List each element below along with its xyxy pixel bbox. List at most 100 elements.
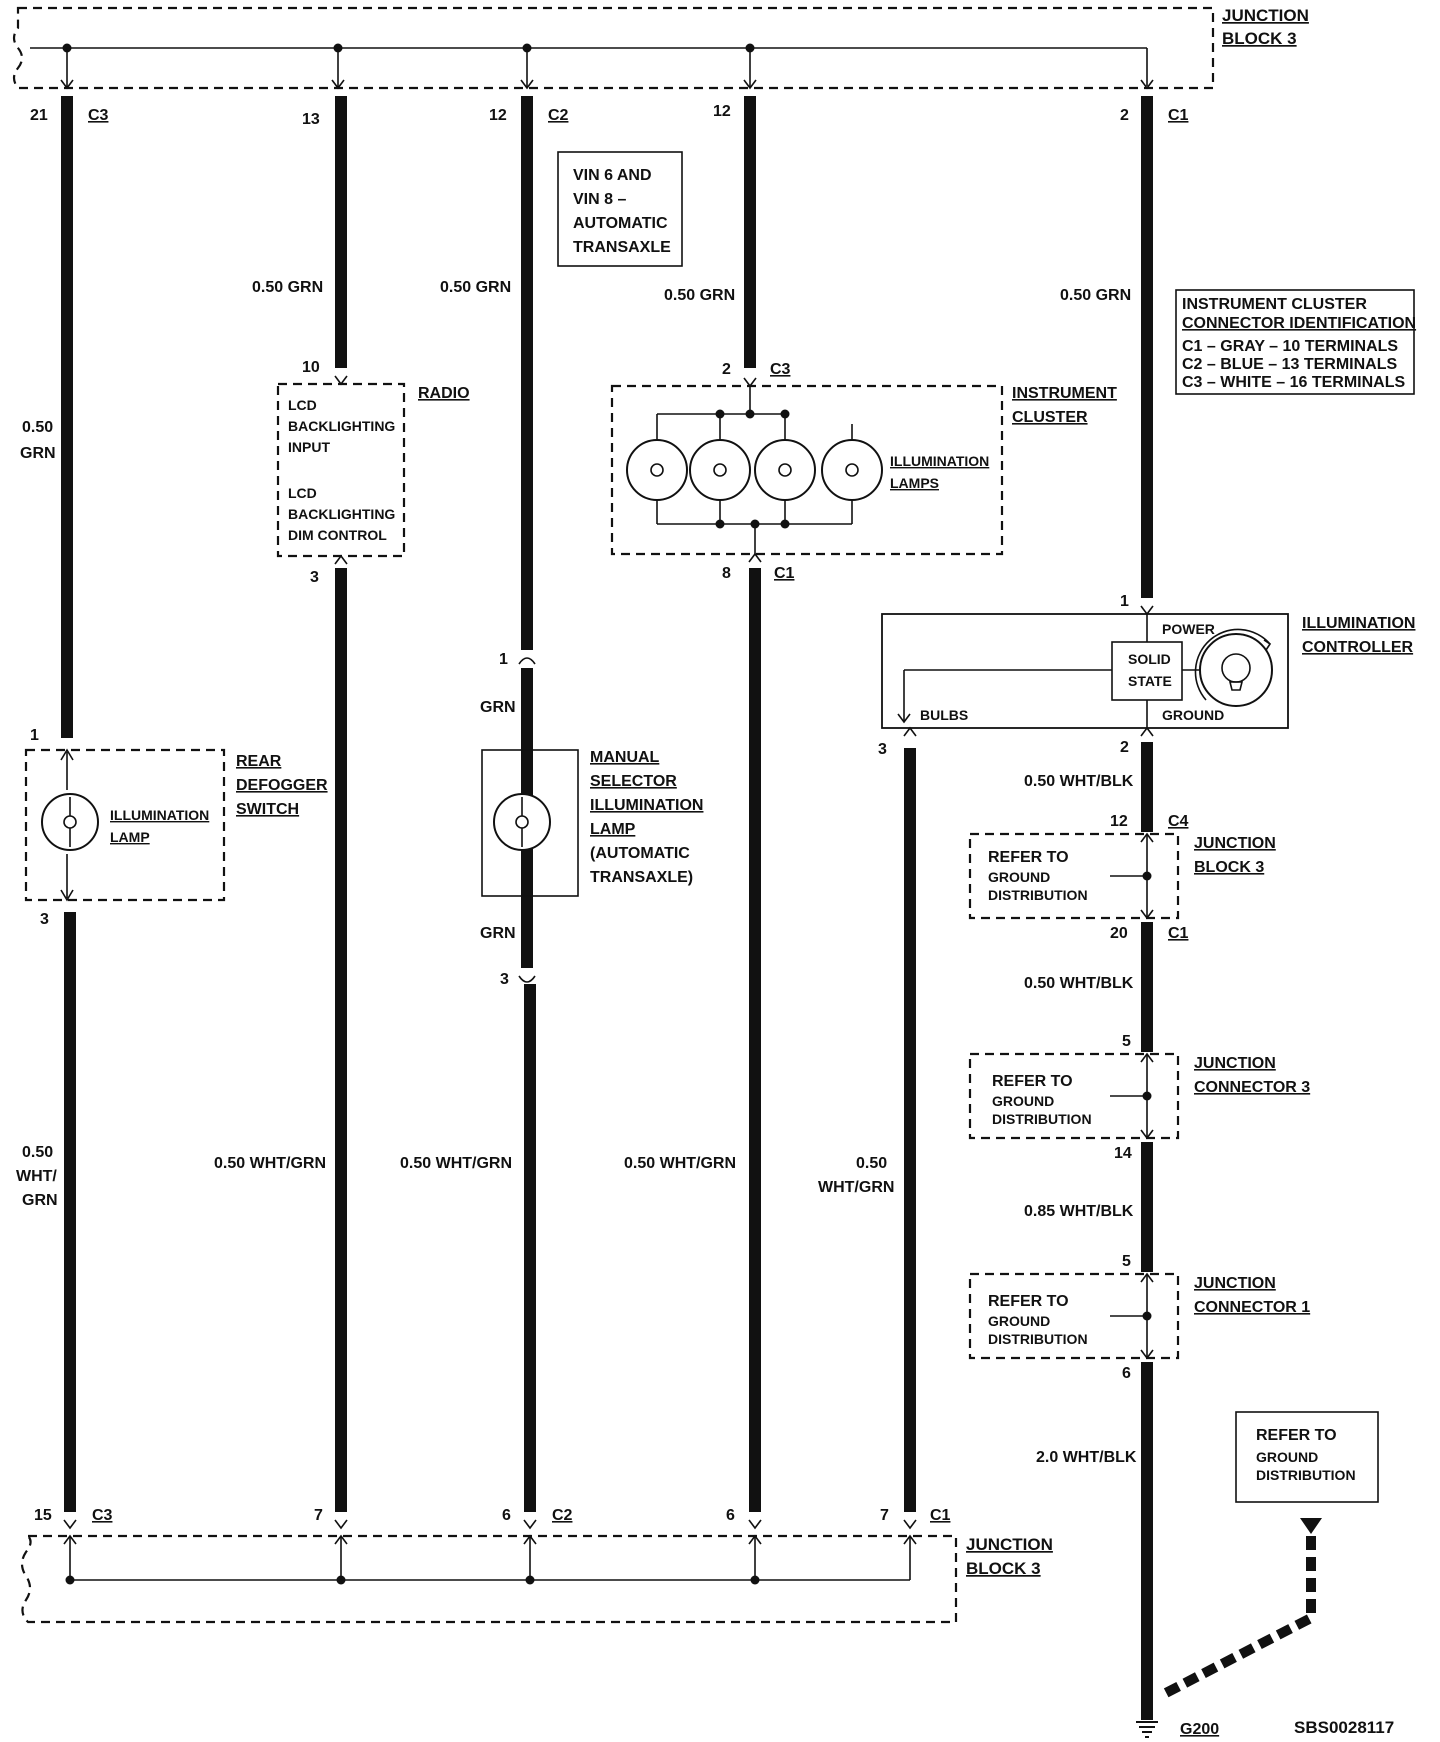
junction-block-bottom-title-1: JUNCTION bbox=[966, 1535, 1053, 1554]
refer-text: REFER TO bbox=[988, 849, 1069, 866]
ground-dashed-path bbox=[1157, 1536, 1316, 1701]
illumination-lamp bbox=[626, 439, 688, 501]
radio: 10 3 RADIO LCD BACKLIGHTING INPUT LCD BA… bbox=[276, 359, 470, 586]
pin-label: 7 bbox=[880, 1507, 889, 1524]
component-title: RADIO bbox=[418, 385, 470, 402]
component-title: CONNECTOR 3 bbox=[1194, 1079, 1310, 1096]
wires bbox=[61, 96, 1153, 1720]
connector-label: C4 bbox=[1168, 813, 1189, 830]
illumination-lamp bbox=[689, 439, 751, 501]
pin-label: 1 bbox=[1120, 593, 1129, 610]
refer-text: GROUND bbox=[992, 1093, 1054, 1109]
wire-label: GRN bbox=[20, 445, 56, 462]
pin-label: 10 bbox=[302, 359, 320, 376]
junction-block-bottom-title-2: BLOCK 3 bbox=[966, 1559, 1041, 1578]
wire-label: WHT/GRN bbox=[818, 1179, 894, 1196]
vin-note-line: TRANSAXLE bbox=[573, 239, 671, 256]
controller-text: STATE bbox=[1128, 673, 1172, 689]
connector-label: C2 bbox=[552, 1507, 573, 1524]
component-label: LAMP bbox=[110, 829, 150, 845]
junction-connector-3: 5 14 JUNCTION CONNECTOR 3 REFER TO GROUN… bbox=[968, 1033, 1310, 1162]
component-title: JUNCTION bbox=[1194, 1055, 1276, 1072]
component-title: MANUAL bbox=[590, 749, 660, 766]
pin-label: 8 bbox=[722, 565, 731, 582]
pin-label: 12 bbox=[1110, 813, 1128, 830]
connector-id-line: C1 – GRAY – 10 TERMINALS bbox=[1182, 338, 1398, 355]
wire-labels: 0.50 GRN 0.50 WHT/ GRN 0.50 GRN 0.50 WHT… bbox=[16, 279, 1137, 1466]
radio-text: BACKLIGHTING bbox=[288, 418, 395, 434]
pin-label: 5 bbox=[1122, 1253, 1131, 1270]
vin-note-line: VIN 6 AND bbox=[573, 167, 652, 184]
junction-block-top-title-2: BLOCK 3 bbox=[1222, 29, 1297, 48]
radio-text: LCD bbox=[288, 397, 317, 413]
connector-label: C1 bbox=[1168, 107, 1189, 124]
component-title: SELECTOR bbox=[590, 773, 677, 790]
connector-label: C2 bbox=[548, 107, 569, 124]
wire-label: 0.50 WHT/GRN bbox=[214, 1155, 326, 1172]
refer-text: GROUND bbox=[988, 869, 1050, 885]
connector-label: C1 bbox=[930, 1507, 951, 1524]
wire-label: 0.50 bbox=[22, 1144, 53, 1161]
connector-label: C3 bbox=[92, 1507, 113, 1524]
component-title: INSTRUMENT bbox=[1012, 385, 1117, 402]
illumination-controller: 1 2 3 POWER GROUND BULBS SOLID STATE ILL… bbox=[878, 593, 1415, 758]
rear-defogger-switch: 1 3 ILLUMINATION LAMP REAR DEFOGGER SWIT… bbox=[24, 727, 328, 928]
connector-id-line: INSTRUMENT CLUSTER bbox=[1182, 296, 1367, 313]
wire-label: 0.50 WHT/GRN bbox=[400, 1155, 512, 1172]
pin-label: 6 bbox=[726, 1507, 735, 1524]
junction-block-top: JUNCTION BLOCK 3 bbox=[12, 6, 1309, 90]
wire-label: 0.50 bbox=[22, 419, 53, 436]
connector-id-line: CONNECTOR IDENTIFICATION bbox=[1182, 315, 1416, 332]
wire-label: 0.50 WHT/BLK bbox=[1024, 773, 1134, 790]
pin-label: 2 bbox=[1120, 107, 1129, 124]
pin-label: 7 bbox=[314, 1507, 323, 1524]
pin-label: 6 bbox=[1122, 1365, 1131, 1382]
wire-label: 0.85 WHT/BLK bbox=[1024, 1203, 1134, 1220]
pin-label: 6 bbox=[502, 1507, 511, 1524]
bottom-pin-labels: 15 C3 7 6 C2 6 7 C1 bbox=[34, 1507, 951, 1524]
pin-label: 5 bbox=[1122, 1033, 1131, 1050]
controller-text: BULBS bbox=[920, 707, 968, 723]
top-pin-labels: 21 C3 13 12 C2 12 2 C1 bbox=[30, 103, 1189, 128]
component-title: JUNCTION bbox=[1194, 1275, 1276, 1292]
wire-label: 0.50 bbox=[856, 1155, 887, 1172]
ground-arrow-icon bbox=[1300, 1518, 1322, 1534]
radio-text: INPUT bbox=[288, 439, 330, 455]
connector-label: C1 bbox=[1168, 925, 1189, 942]
dimmer-icon bbox=[1199, 633, 1273, 707]
vin-note: VIN 6 AND VIN 8 – AUTOMATIC TRANSAXLE bbox=[557, 151, 683, 267]
pin-label: 1 bbox=[499, 651, 508, 668]
illumination-lamp bbox=[754, 439, 816, 501]
refer-text: GROUND bbox=[1256, 1449, 1318, 1465]
instrument-cluster: 2 C3 8 C1 INSTRUMENT CLUSTER ILLUMINATIO… bbox=[610, 361, 1117, 582]
pin-label: 13 bbox=[302, 111, 320, 128]
pin-label: 1 bbox=[30, 727, 39, 744]
component-title: TRANSAXLE) bbox=[590, 869, 693, 886]
connector-identification: INSTRUMENT CLUSTER CONNECTOR IDENTIFICAT… bbox=[1175, 289, 1416, 395]
component-title: CONTROLLER bbox=[1302, 639, 1414, 656]
refer-ground-distribution: REFER TO GROUND DISTRIBUTION bbox=[1157, 1411, 1379, 1701]
vin-note-line: AUTOMATIC bbox=[573, 215, 668, 232]
wire-label: 0.50 WHT/BLK bbox=[1024, 975, 1134, 992]
junction-connector-1: 5 6 JUNCTION CONNECTOR 1 REFER TO GROUND… bbox=[968, 1253, 1310, 1382]
refer-text: REFER TO bbox=[992, 1073, 1073, 1090]
vin-note-line: VIN 8 – bbox=[573, 191, 626, 208]
pin-label: 21 bbox=[30, 107, 48, 124]
pin-label: 20 bbox=[1110, 925, 1128, 942]
pin-label: 3 bbox=[500, 971, 509, 988]
refer-text: DISTRIBUTION bbox=[988, 1331, 1088, 1347]
component-title: ILLUMINATION bbox=[590, 797, 703, 814]
component-title: BLOCK 3 bbox=[1194, 859, 1264, 876]
component-title: SWITCH bbox=[236, 801, 299, 818]
wire-label: 0.50 WHT/GRN bbox=[624, 1155, 736, 1172]
radio-text: BACKLIGHTING bbox=[288, 506, 395, 522]
component-title: JUNCTION bbox=[1194, 835, 1276, 852]
refer-text: REFER TO bbox=[1256, 1427, 1337, 1444]
refer-text: GROUND bbox=[988, 1313, 1050, 1329]
component-label: ILLUMINATION bbox=[110, 807, 209, 823]
component-label: LAMPS bbox=[890, 475, 939, 491]
pin-label: 2 bbox=[1120, 739, 1129, 756]
ground-name: G200 bbox=[1180, 1721, 1219, 1738]
pin-label: 15 bbox=[34, 1507, 52, 1524]
